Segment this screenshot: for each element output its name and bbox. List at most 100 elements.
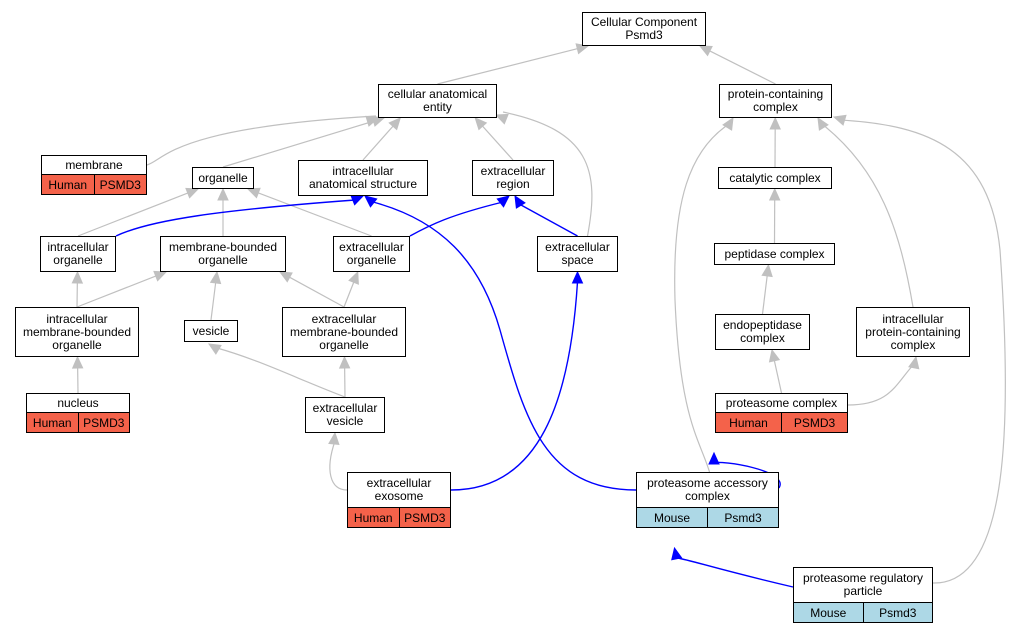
edge-line [480, 124, 514, 161]
edge-arrowhead [496, 195, 510, 208]
edge-arrowhead [494, 113, 509, 125]
term-label: organelle [198, 170, 248, 185]
edge-line [773, 358, 783, 394]
edge-line [76, 274, 158, 308]
edge-arrowhead [474, 117, 488, 131]
edge-prp-to-pcc [832, 114, 1007, 584]
edge-arrowhead [364, 195, 378, 208]
gene-cell: Psmd3 [707, 508, 778, 527]
edge-pac-to-pcc [674, 116, 734, 473]
term-node-es[interactable]: extracellular space [537, 236, 618, 272]
edge-mbo-to-organelle [217, 187, 229, 236]
term-node-catc[interactable]: catalytic complex [718, 167, 832, 189]
edge-arrowhead [217, 187, 229, 201]
edge-arrowhead [350, 194, 365, 206]
edge-io-to-ias [115, 194, 365, 237]
edge-line [343, 280, 356, 308]
term-label: vesicle [192, 323, 230, 338]
term-node-ev[interactable]: extracellular vesicle [305, 397, 385, 433]
edge-embo-to-mbo [278, 271, 345, 308]
edge-pepc-to-catc [768, 187, 781, 244]
edge-line [839, 119, 1007, 584]
term-node-organelle[interactable]: organelle [192, 167, 254, 189]
species-cell: Human [353, 510, 393, 525]
term-node-embo[interactable]: extracellular membrane-bounded organelle [282, 307, 406, 357]
gene-cell: PSMD3 [398, 508, 451, 527]
edge-pcc-to-cc [698, 45, 776, 85]
term-label: peptidase complex [724, 246, 825, 261]
edge-arrowhead [761, 263, 773, 278]
edge-ev-to-vesicle [207, 343, 346, 398]
edge-imbo-to-io [71, 270, 84, 308]
term-label: extracellular membrane-bounded organelle [289, 311, 399, 352]
edge-arrowhead [278, 271, 293, 283]
edge-arrowhead [246, 187, 261, 199]
edge-cae-to-cc [437, 43, 590, 85]
edge-vesicle-to-mbo [209, 270, 222, 321]
edge-io-to-organelle [77, 187, 200, 237]
edge-er-to-cae [474, 117, 514, 161]
term-node-cae[interactable]: cellular anatomical entity [378, 84, 497, 118]
edge-line [216, 347, 346, 398]
edge-membrane-to-cae [146, 115, 380, 166]
gene-cell: Psmd3 [862, 603, 933, 622]
term-node-vesicle[interactable]: vesicle [184, 320, 238, 342]
edge-endoc-to-pepc [761, 263, 773, 315]
edge-catc-to-pcc [769, 116, 781, 168]
annotation-row: Human PSMD3 [716, 412, 847, 432]
edge-arrowhead [722, 116, 734, 131]
edge-arrowhead [328, 431, 340, 446]
gene-cell: PSMD3 [781, 413, 847, 432]
term-node-pepc[interactable]: peptidase complex [714, 243, 835, 265]
term-node-pcc[interactable]: protein-containing complex [719, 84, 832, 118]
term-label: intracellular anatomical structure [308, 164, 418, 191]
edge-line [761, 273, 769, 315]
term-node-er[interactable]: extracellular region [472, 160, 554, 196]
term-label: catalytic complex [729, 170, 821, 185]
term-label: intracellular membrane-bounded organelle [22, 311, 132, 352]
edge-ev-to-embo [338, 355, 351, 398]
edge-arrowhead [71, 355, 84, 369]
term-node-mbo[interactable]: membrane-bounded organelle [160, 236, 286, 272]
edge-line [287, 275, 345, 308]
term-node-imbo[interactable]: intracellular membrane-bounded organelle [15, 307, 139, 357]
term-label: proteasome accessory complex [647, 476, 768, 503]
edge-exo-to-es [450, 270, 584, 491]
term-label: extracellular space [545, 240, 610, 267]
edge-protc-to-endoc [768, 348, 783, 394]
edge-line [372, 201, 637, 491]
edge-line [362, 124, 395, 161]
term-node-cc[interactable]: Cellular Component Psmd3 [582, 12, 706, 46]
term-node-endoc[interactable]: endopeptidase complex [715, 314, 810, 350]
term-node-eo[interactable]: extracellular organelle [333, 236, 410, 272]
edge-line [115, 199, 356, 237]
species-cell: Human [729, 415, 768, 430]
species-cell: Human [48, 177, 88, 192]
term-node-ipcc[interactable]: intracellular protein-containing complex [856, 307, 970, 357]
term-label: Cellular Component Psmd3 [590, 15, 698, 42]
term-node-ias[interactable]: intracellular anatomical structure [298, 160, 428, 196]
edge-eo-to-organelle [246, 187, 372, 237]
edge-es-to-er [514, 194, 578, 237]
term-label: proteasome regulatory particle [802, 571, 924, 598]
edge-nucleus-to-imbo [71, 355, 84, 394]
edge-line [674, 123, 730, 473]
term-label: protein-containing complex [727, 87, 824, 114]
edge-arrowhead [768, 187, 781, 201]
term-node-io[interactable]: intracellular organelle [40, 236, 116, 272]
term-label: nucleus [57, 395, 99, 410]
edge-embo-to-eo [343, 270, 359, 308]
term-label: endopeptidase complex [723, 318, 802, 345]
edge-imbo-to-mbo [76, 270, 168, 308]
edge-ipcc-to-pcc [817, 116, 914, 308]
